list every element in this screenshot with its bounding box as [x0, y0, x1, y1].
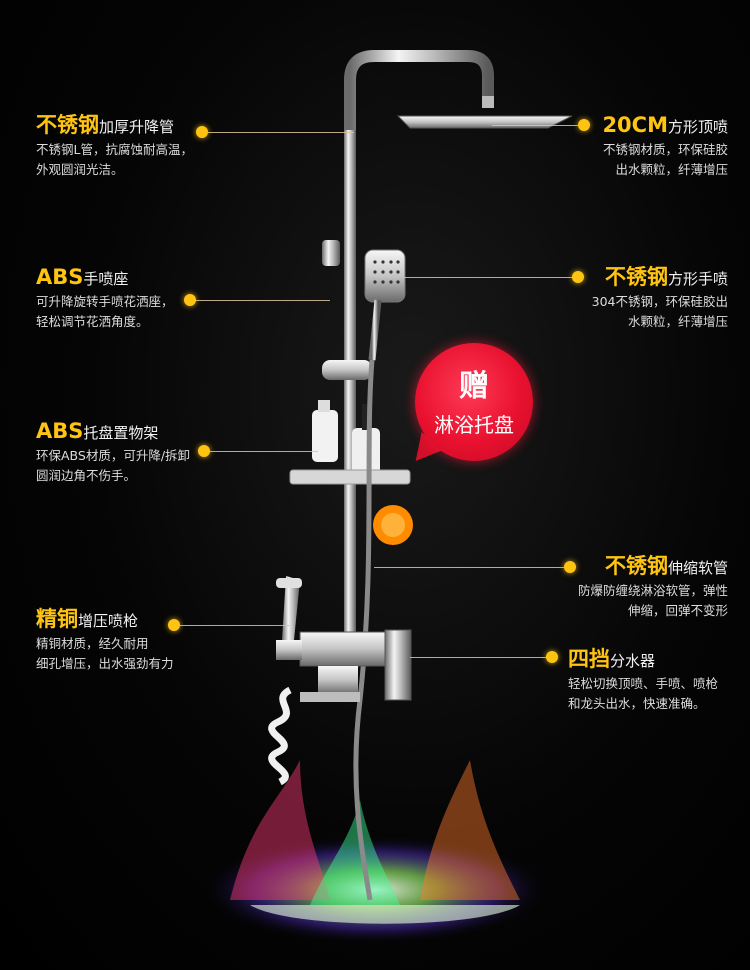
- annotation-pipe: 不锈钢加厚升降管 不锈钢L管，抗腐蚀耐高温， 外观圆润光洁。: [36, 112, 193, 180]
- annotation-top-shower: 20CM方形顶喷 不锈钢材质，环保硅胶 出水颗粒，纤薄增压: [602, 112, 728, 180]
- annotation-highlight: 精铜: [36, 607, 78, 631]
- annotation-desc: 环保ABS材质，可升降/拆卸: [36, 448, 191, 463]
- annotation-desc: 轻松切换顶喷、手喷、喷枪: [568, 676, 719, 691]
- marker-dot: [184, 294, 196, 306]
- annotation-title: 增压喷枪: [78, 612, 139, 630]
- marker-dot: [546, 651, 558, 663]
- top-shower-head: [396, 115, 573, 129]
- annotation-desc: 轻松调节花洒角度。: [36, 314, 149, 329]
- diverter-valve: [276, 629, 412, 702]
- annotation-highlight: 20CM: [602, 113, 668, 137]
- shelf-tray: [289, 400, 413, 545]
- annotation-title: 手喷座: [83, 270, 129, 288]
- spray-gun: [268, 576, 302, 786]
- annotation-title: 分水器: [610, 652, 656, 670]
- annotation-desc: 出水颗粒，纤薄增压: [615, 162, 728, 177]
- annotation-desc: 防爆防缠绕淋浴软管，弹性: [577, 583, 728, 598]
- annotation-desc: 可升降旋转手喷花洒座，: [36, 294, 174, 309]
- annotation-highlight: 不锈钢: [604, 554, 668, 578]
- annotation-desc: 圆润边角不伤手。: [36, 468, 137, 483]
- marker-dot: [572, 271, 584, 283]
- gift-label: 赠: [459, 369, 489, 404]
- annotation-highlight: 四挡: [568, 647, 610, 671]
- annotation-desc: 不锈钢材质，环保硅胶: [602, 142, 728, 157]
- leader-line: [492, 125, 584, 126]
- annotation-hose: 不锈钢伸缩软管 防爆防缠绕淋浴软管，弹性 伸缩，回弹不变形: [578, 553, 728, 621]
- annotation-desc: 细孔增压，出水强劲有力: [36, 656, 174, 671]
- annotation-highlight: 不锈钢: [604, 265, 668, 289]
- annotation-desc: 伸缩，回弹不变形: [627, 603, 728, 618]
- marker-dot: [198, 445, 210, 457]
- marker-dot: [196, 126, 208, 138]
- leader-line: [404, 277, 576, 278]
- leader-line: [206, 132, 354, 133]
- annotation-shelf: ABS托盘置物架 环保ABS材质，可升降/拆卸 圆润边角不伤手。: [36, 418, 190, 486]
- gift-badge: 赠 淋浴托盘: [415, 343, 533, 461]
- annotation-hand-shower: 不锈钢方形手喷 304不锈钢，环保硅胶出 水颗粒，纤薄增压: [592, 264, 728, 332]
- hand-shower: [364, 249, 406, 361]
- annotation-highlight: ABS: [36, 265, 84, 289]
- marker-dot: [168, 619, 180, 631]
- annotation-title: 方形手喷: [667, 270, 728, 288]
- gift-item-label: 淋浴托盘: [434, 413, 514, 437]
- marker-dot: [564, 561, 576, 573]
- annotation-title: 伸缩软管: [667, 559, 728, 577]
- marker-dot: [578, 119, 590, 131]
- annotation-desc: 水颗粒，纤薄增压: [627, 314, 728, 329]
- annotation-title: 方形顶喷: [667, 118, 728, 136]
- leader-line: [178, 625, 290, 626]
- annotation-desc: 不锈钢L管，抗腐蚀耐高温，: [36, 142, 193, 157]
- annotation-title: 加厚升降管: [99, 118, 175, 136]
- annotation-desc: 和龙头出水，快速准确。: [568, 696, 706, 711]
- annotation-desc: 精铜材质，经久耐用: [36, 636, 149, 651]
- annotation-desc: 304不锈钢，环保硅胶出: [591, 294, 728, 309]
- leader-line: [410, 657, 550, 658]
- leader-line: [208, 451, 318, 452]
- annotation-hand-seat: ABS手喷座 可升降旋转手喷花洒座， 轻松调节花洒角度。: [36, 264, 174, 332]
- annotation-highlight: 不锈钢: [36, 113, 99, 137]
- annotation-desc: 外观圆润光洁。: [36, 162, 124, 177]
- annotation-diverter: 四挡分水器 轻松切换顶喷、手喷、喷枪 和龙头出水，快速准确。: [568, 646, 718, 714]
- leader-line: [194, 300, 330, 301]
- annotation-title: 托盘置物架: [83, 424, 159, 442]
- annotation-highlight: ABS: [36, 419, 84, 443]
- leader-line: [374, 567, 568, 568]
- annotation-spray-gun: 精铜增压喷枪 精铜材质，经久耐用 细孔增压，出水强劲有力: [36, 606, 174, 674]
